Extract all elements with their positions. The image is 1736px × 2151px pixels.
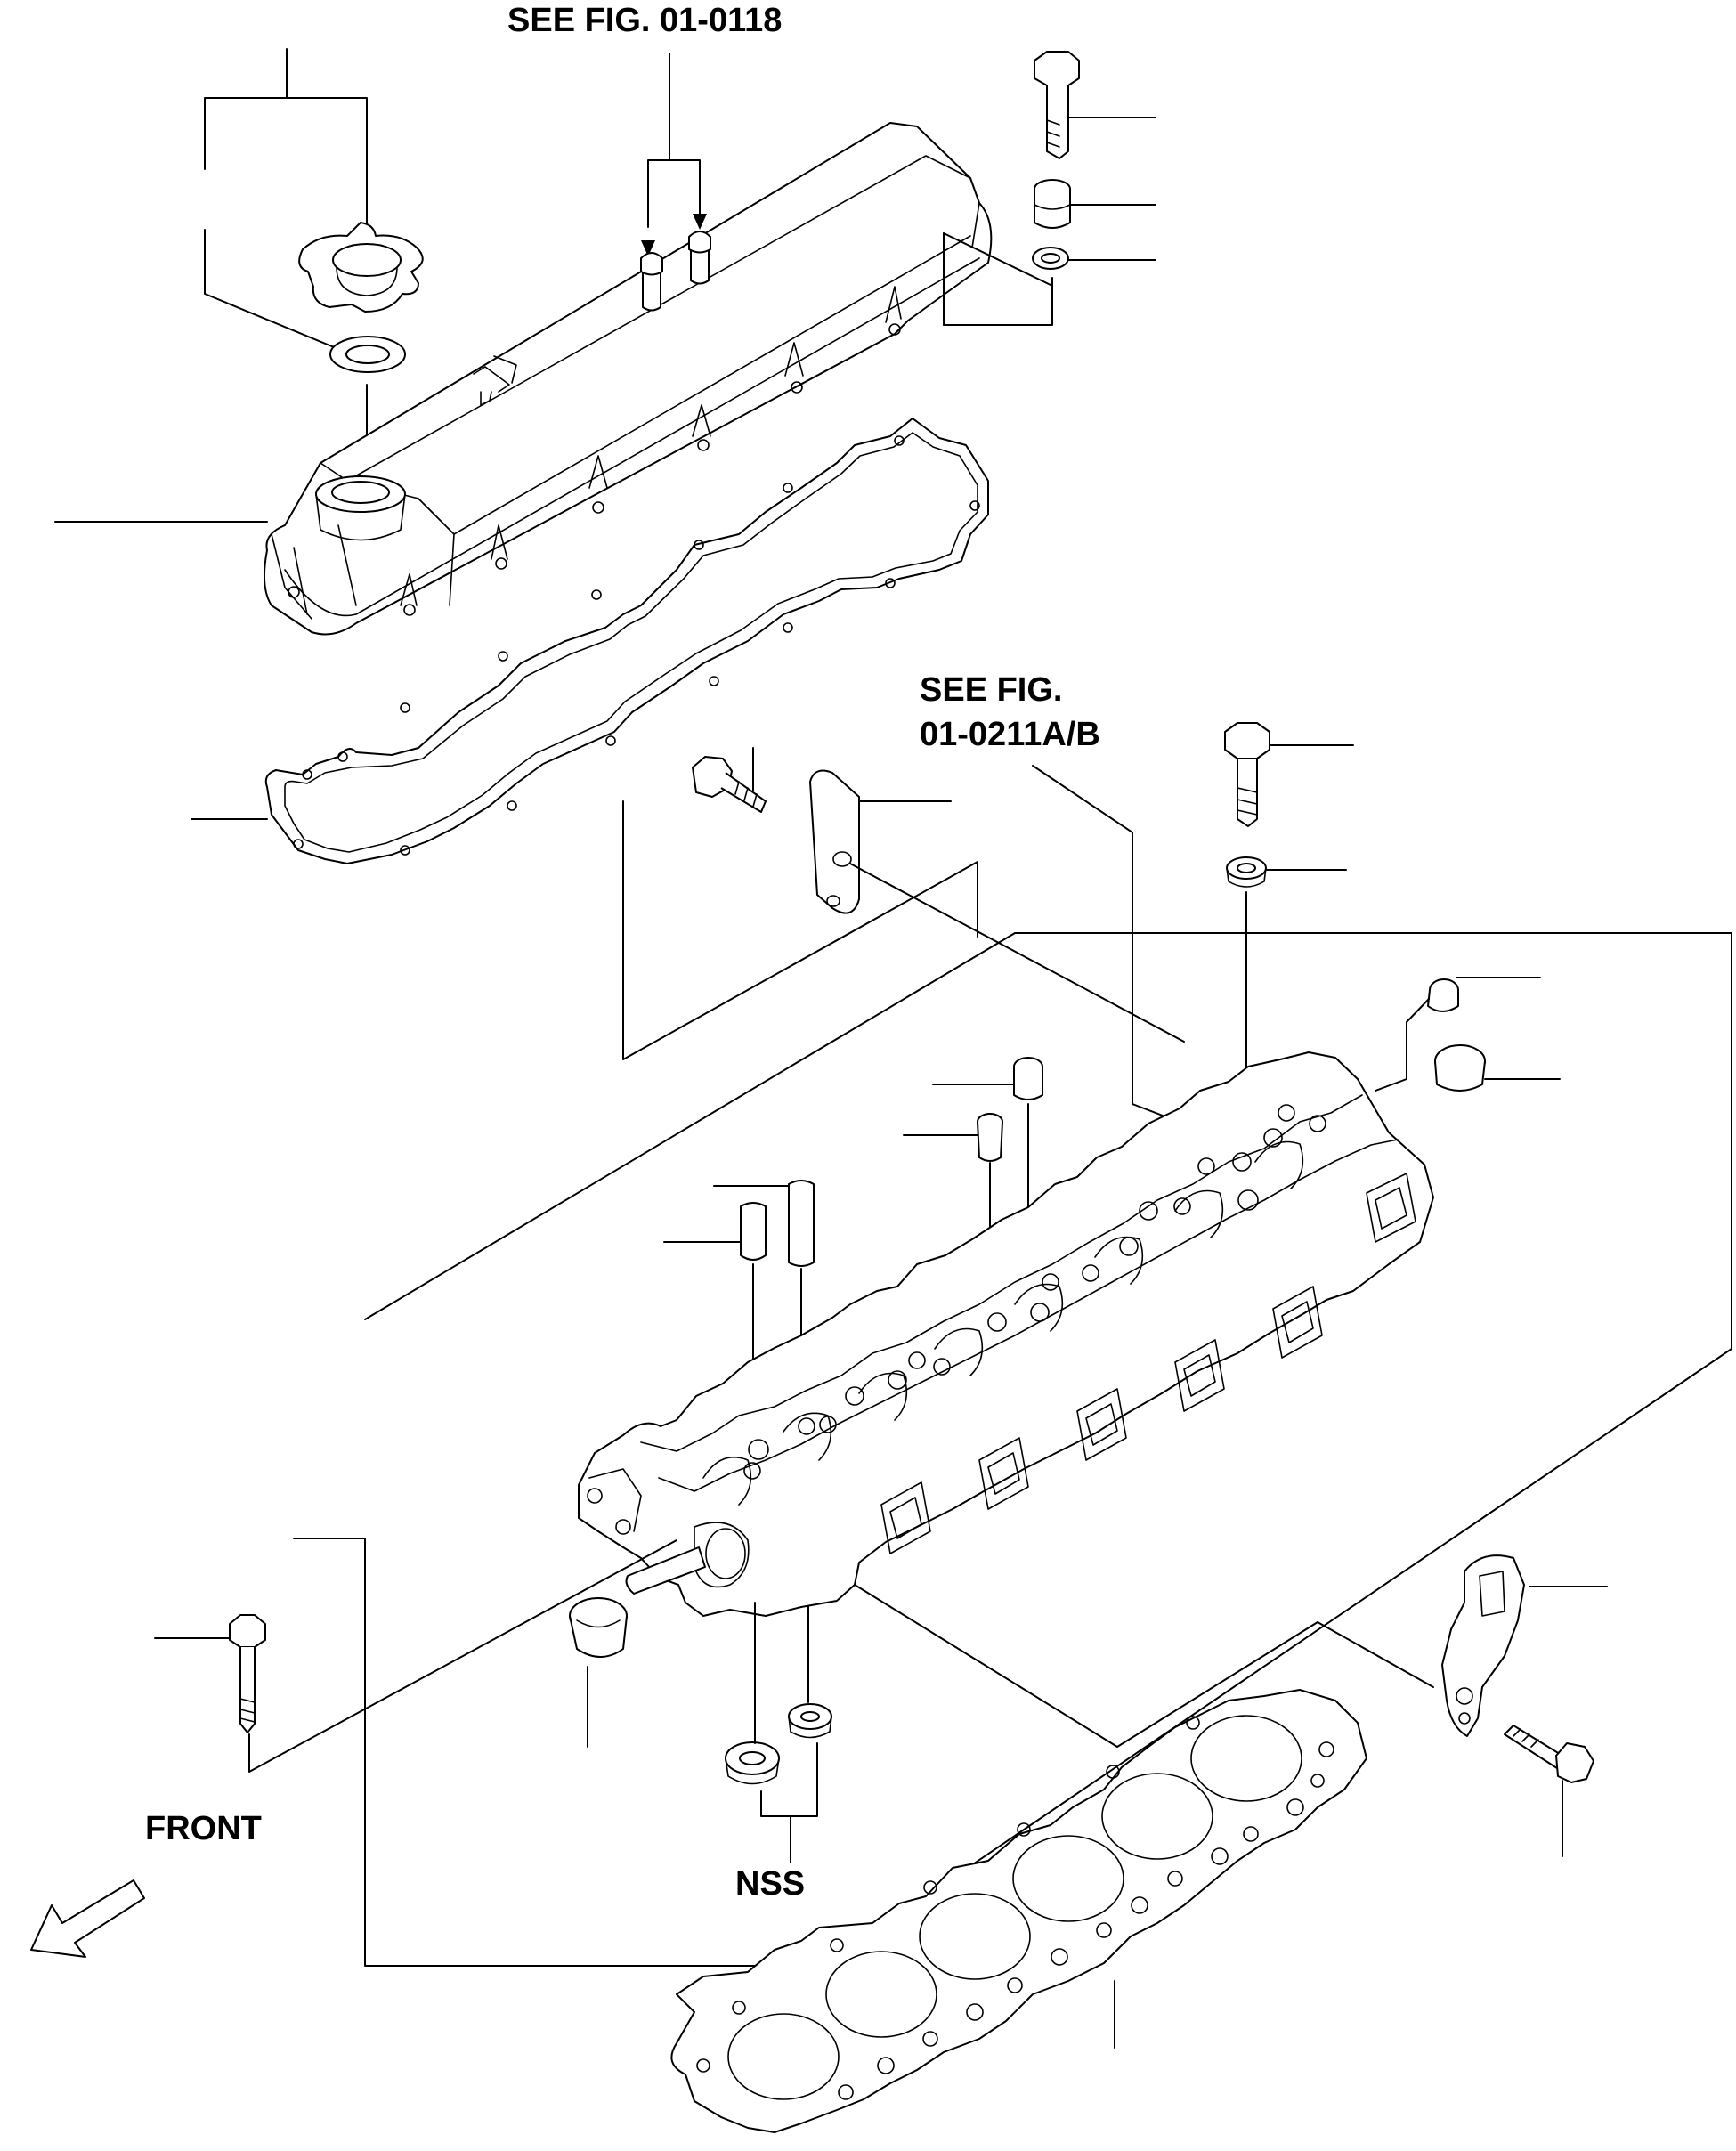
- cover-stud: [640, 231, 711, 312]
- camshaft-plug-large: [1434, 1044, 1561, 1092]
- filler-cap-gasket: [329, 336, 406, 373]
- see-fig-0211-leader: [1032, 765, 1209, 1140]
- lifting-bracket: [809, 769, 952, 914]
- nss-label: NSS: [735, 1865, 805, 1903]
- see-fig-0118-label: SEE FIG. 01-0118: [507, 2, 782, 39]
- valve-cover: [264, 122, 993, 636]
- head-bolt-short: [1224, 722, 1354, 827]
- cylinder-head-callout: [293, 932, 1732, 1967]
- see-fig-0118-leaders: [641, 53, 707, 256]
- nss-callout: [754, 1602, 818, 1863]
- rear-bracket-bolt: [1504, 1725, 1594, 1857]
- front-label: FRONT: [145, 1810, 262, 1847]
- valve-cover-gasket: [264, 418, 989, 864]
- front-direction-arrow-icon: [30, 1879, 145, 1958]
- see-fig-0211-label-line1: SEE FIG.: [920, 671, 1062, 709]
- cover-bolt: [1034, 51, 1156, 159]
- cover-bolt-callout: [943, 232, 1053, 326]
- rear-lifting-bracket: [1441, 1554, 1608, 1737]
- oil-filler-cap: [298, 222, 424, 313]
- head-gasket: [670, 1689, 1367, 2133]
- bracket-bolt: [692, 747, 767, 813]
- head-bolt-long: [154, 1539, 677, 1773]
- rear-bracket-callout: [854, 1584, 1434, 1748]
- nss-washer-large: [725, 1741, 780, 1785]
- cover-bolt-grommet: [1034, 179, 1156, 229]
- cylinder-head: [578, 1051, 1434, 1617]
- nss-washer-small: [788, 1703, 832, 1739]
- front-expansion-plug: [569, 1597, 628, 1748]
- camshaft-plug-small: [1375, 977, 1541, 1092]
- lifting-bracket-callout: [622, 800, 1185, 1060]
- cover-bolt-washer: [1032, 247, 1156, 270]
- see-fig-0211-label-line2: 01-0211A/B: [920, 716, 1100, 753]
